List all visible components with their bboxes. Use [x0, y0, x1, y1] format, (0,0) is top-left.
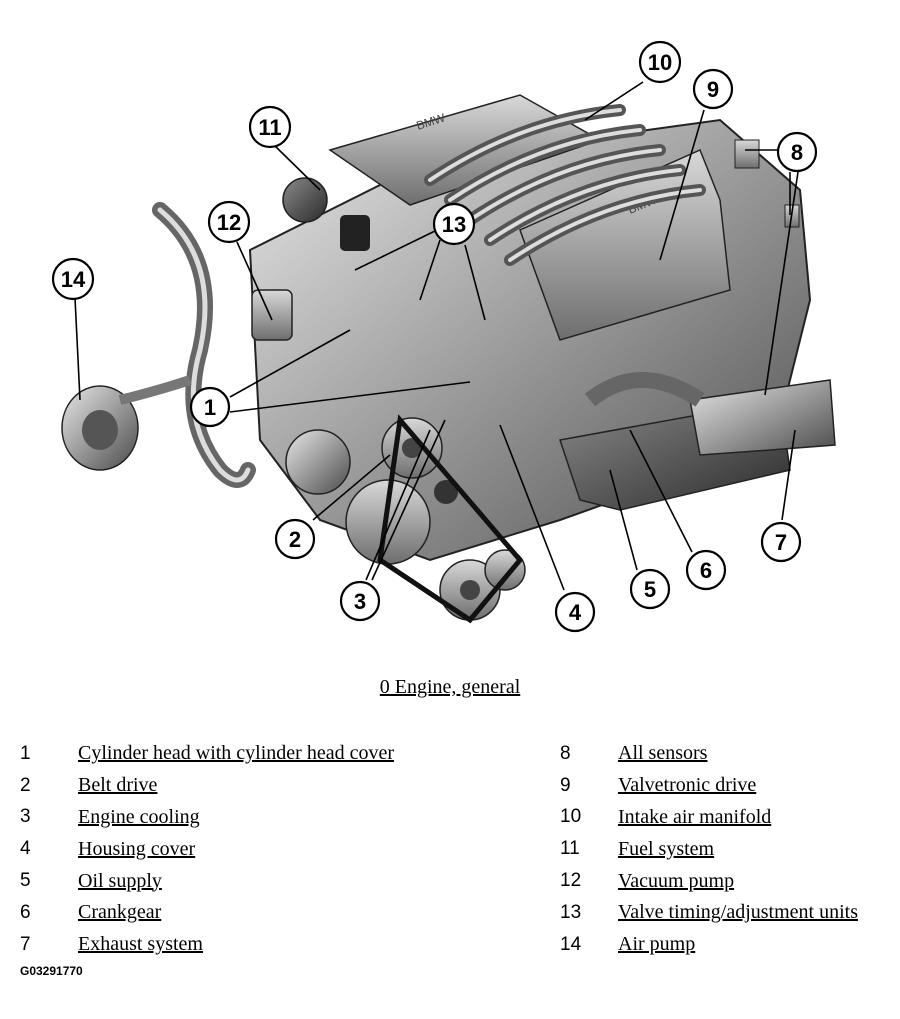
callout-12-number: 12	[217, 210, 241, 235]
legend-item-8: 8 All sensors	[560, 738, 858, 770]
callout-3-number: 3	[354, 589, 366, 614]
callout-5-number: 5	[644, 577, 656, 602]
callout-2-number: 2	[289, 527, 301, 552]
legend-item-7: 7 Exhaust system	[20, 929, 394, 961]
engine-illustration: BMW BMW	[61, 94, 836, 624]
legend-number: 11	[560, 838, 580, 860]
legend-link-all-sensors[interactable]: All sensors	[618, 742, 708, 765]
legend-number: 9	[560, 774, 571, 796]
legend-link-intake-air-manifold[interactable]: Intake air manifold	[618, 805, 772, 828]
legend-link-engine-cooling[interactable]: Engine cooling	[78, 805, 200, 828]
legend-item-3: 3 Engine cooling	[20, 802, 394, 834]
callout-13-number: 13	[442, 212, 466, 237]
callout-12: 12	[207, 200, 251, 244]
figure-caption-text[interactable]: 0 Engine, general	[379, 676, 521, 698]
legend-link-valve-timing[interactable]: Valve timing/adjustment units	[618, 901, 858, 924]
legend-item-11: 11 Fuel system	[560, 833, 858, 865]
callout-13: 13	[432, 202, 476, 246]
callout-4: 4	[554, 591, 596, 633]
engine-diagram: BMW BMW	[51, 40, 836, 633]
legend-right-column: 8 All sensors 9 Valvetronic drive 10 Int…	[560, 738, 858, 961]
legend-link-oil-supply[interactable]: Oil supply	[78, 869, 162, 892]
legend-item-13: 13 Valve timing/adjustment units	[560, 897, 858, 929]
callout-6: 6	[685, 549, 727, 591]
callout-9: 9	[692, 68, 734, 110]
legend-link-air-pump[interactable]: Air pump	[618, 933, 696, 956]
legend-link-cylinder-head[interactable]: Cylinder head with cylinder head cover	[78, 742, 394, 765]
callout-6-number: 6	[700, 558, 712, 583]
legend-item-14: 14 Air pump	[560, 929, 858, 961]
callout-1-number: 1	[204, 395, 216, 420]
callout-2: 2	[274, 518, 316, 560]
legend-number: 6	[20, 901, 31, 923]
legend-number: 5	[20, 870, 31, 892]
legend-link-vacuum-pump[interactable]: Vacuum pump	[618, 869, 735, 892]
legend-left-column: 1 Cylinder head with cylinder head cover…	[20, 738, 394, 961]
legend-number: 10	[560, 806, 582, 828]
legend-link-fuel-system[interactable]: Fuel system	[618, 837, 715, 860]
legend-number: 13	[560, 901, 582, 923]
legend-link-exhaust-system[interactable]: Exhaust system	[78, 933, 203, 956]
callout-14: 14	[51, 257, 95, 301]
callouts: 1 2 3 4 5 6 7 8	[51, 40, 818, 633]
legend-number: 8	[560, 742, 571, 764]
legend-item-9: 9 Valvetronic drive	[560, 770, 858, 802]
callout-4-number: 4	[569, 600, 582, 625]
callout-11-number: 11	[258, 115, 281, 140]
legend-item-1: 1 Cylinder head with cylinder head cover	[20, 738, 394, 770]
leader-lines	[74, 81, 799, 591]
legend-link-belt-drive[interactable]: Belt drive	[78, 774, 158, 797]
legend-number: 14	[560, 933, 582, 955]
legend-item-2: 2 Belt drive	[20, 770, 394, 802]
callout-3: 3	[339, 580, 381, 622]
legend-link-valvetronic-drive[interactable]: Valvetronic drive	[618, 774, 757, 797]
callout-14-number: 14	[61, 267, 86, 292]
callout-8: 8	[776, 131, 818, 173]
legend-item-5: 5 Oil supply	[20, 865, 394, 897]
callout-11: 11	[248, 105, 292, 149]
legend-item-4: 4 Housing cover	[20, 833, 394, 865]
legend-number: 2	[20, 774, 31, 796]
figure-caption: 0 Engine, general	[0, 676, 900, 699]
legend-number: 7	[20, 933, 31, 955]
callout-1: 1	[189, 386, 231, 428]
legend-item-6: 6 Crankgear	[20, 897, 394, 929]
legend-item-10: 10 Intake air manifold	[560, 802, 858, 834]
callout-7-number: 7	[775, 530, 787, 555]
callout-10-number: 10	[648, 50, 672, 75]
callout-9-number: 9	[707, 77, 719, 102]
legend-item-12: 12 Vacuum pump	[560, 865, 858, 897]
legend-number: 12	[560, 870, 582, 892]
legend-link-housing-cover[interactable]: Housing cover	[78, 837, 196, 860]
legend-number: 3	[20, 806, 31, 828]
legend-number: 1	[20, 742, 31, 764]
figure-code: G03291770	[20, 964, 83, 978]
legend-number: 4	[20, 838, 31, 860]
callout-7: 7	[760, 521, 802, 563]
callout-10: 10	[638, 40, 682, 84]
callout-5: 5	[629, 568, 671, 610]
callout-8-number: 8	[791, 140, 803, 165]
legend-link-crankgear[interactable]: Crankgear	[78, 901, 162, 924]
